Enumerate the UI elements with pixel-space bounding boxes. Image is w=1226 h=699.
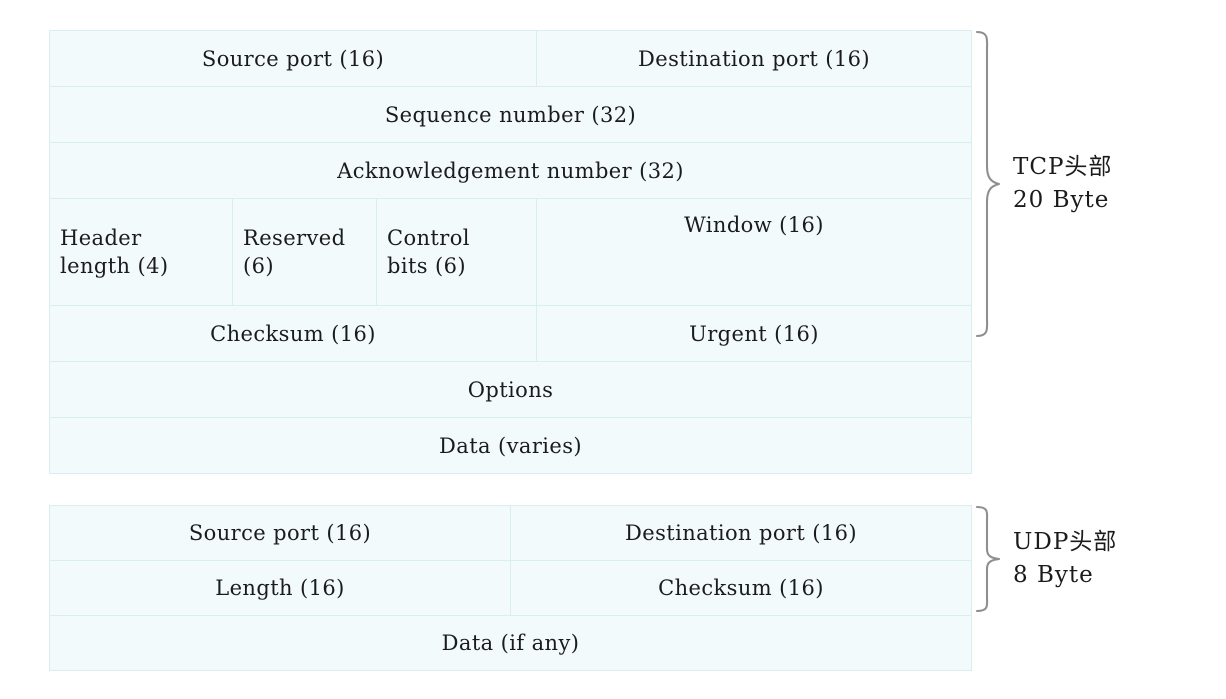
field-udp-data: Data (if any) <box>49 615 972 671</box>
curly-brace-icon <box>975 30 1001 338</box>
field-sequence-number: Sequence number (32) <box>48 86 973 143</box>
field-source-port: Source port (16) <box>48 30 538 87</box>
field-udp-checksum: Checksum (16) <box>510 560 972 616</box>
field-checksum: Checksum (16) <box>48 305 538 362</box>
tcp-brace-group: TCP头部 20 Byte <box>975 30 1112 338</box>
table-row: Data (varies) <box>48 417 973 474</box>
tcp-header-table: Source port (16) Destination port (16) S… <box>48 30 973 474</box>
table-row: Sequence number (32) <box>48 86 973 143</box>
tcp-header-size-label: TCP头部 20 Byte <box>1013 153 1113 213</box>
table-row: Checksum (16) Urgent (16) <box>48 305 973 362</box>
field-destination-port: Destination port (16) <box>536 30 973 87</box>
curly-brace-icon <box>975 505 1001 613</box>
field-reserved: Reserved (6) <box>232 198 377 306</box>
udp-brace-group: UDP头部 8 Byte <box>975 505 1117 613</box>
field-udp-source-port: Source port (16) <box>49 505 511 561</box>
table-row: Header length (4) Reserved (6) Control b… <box>49 198 973 306</box>
table-row: Options <box>48 361 973 418</box>
field-window: Window (16) <box>536 198 973 306</box>
field-acknowledgement-number: Acknowledgement number (32) <box>48 142 973 199</box>
field-options: Options <box>48 361 973 418</box>
field-udp-destination-port: Destination port (16) <box>510 505 972 561</box>
table-row: Data (if any) <box>49 615 972 671</box>
field-urgent: Urgent (16) <box>536 305 973 362</box>
table-row: Length (16) Checksum (16) <box>49 560 972 616</box>
table-row: Source port (16) Destination port (16) <box>48 30 973 87</box>
field-udp-length: Length (16) <box>49 560 511 616</box>
field-header-length: Header length (4) <box>49 198 233 306</box>
udp-header-size-label: UDP头部 8 Byte <box>1013 528 1118 588</box>
table-row: Acknowledgement number (32) <box>48 142 973 199</box>
udp-header-table: Source port (16) Destination port (16) L… <box>49 505 972 671</box>
field-data-varies: Data (varies) <box>48 417 973 474</box>
field-control-bits: Control bits (6) <box>375 198 538 306</box>
table-row: Source port (16) Destination port (16) <box>49 505 972 561</box>
